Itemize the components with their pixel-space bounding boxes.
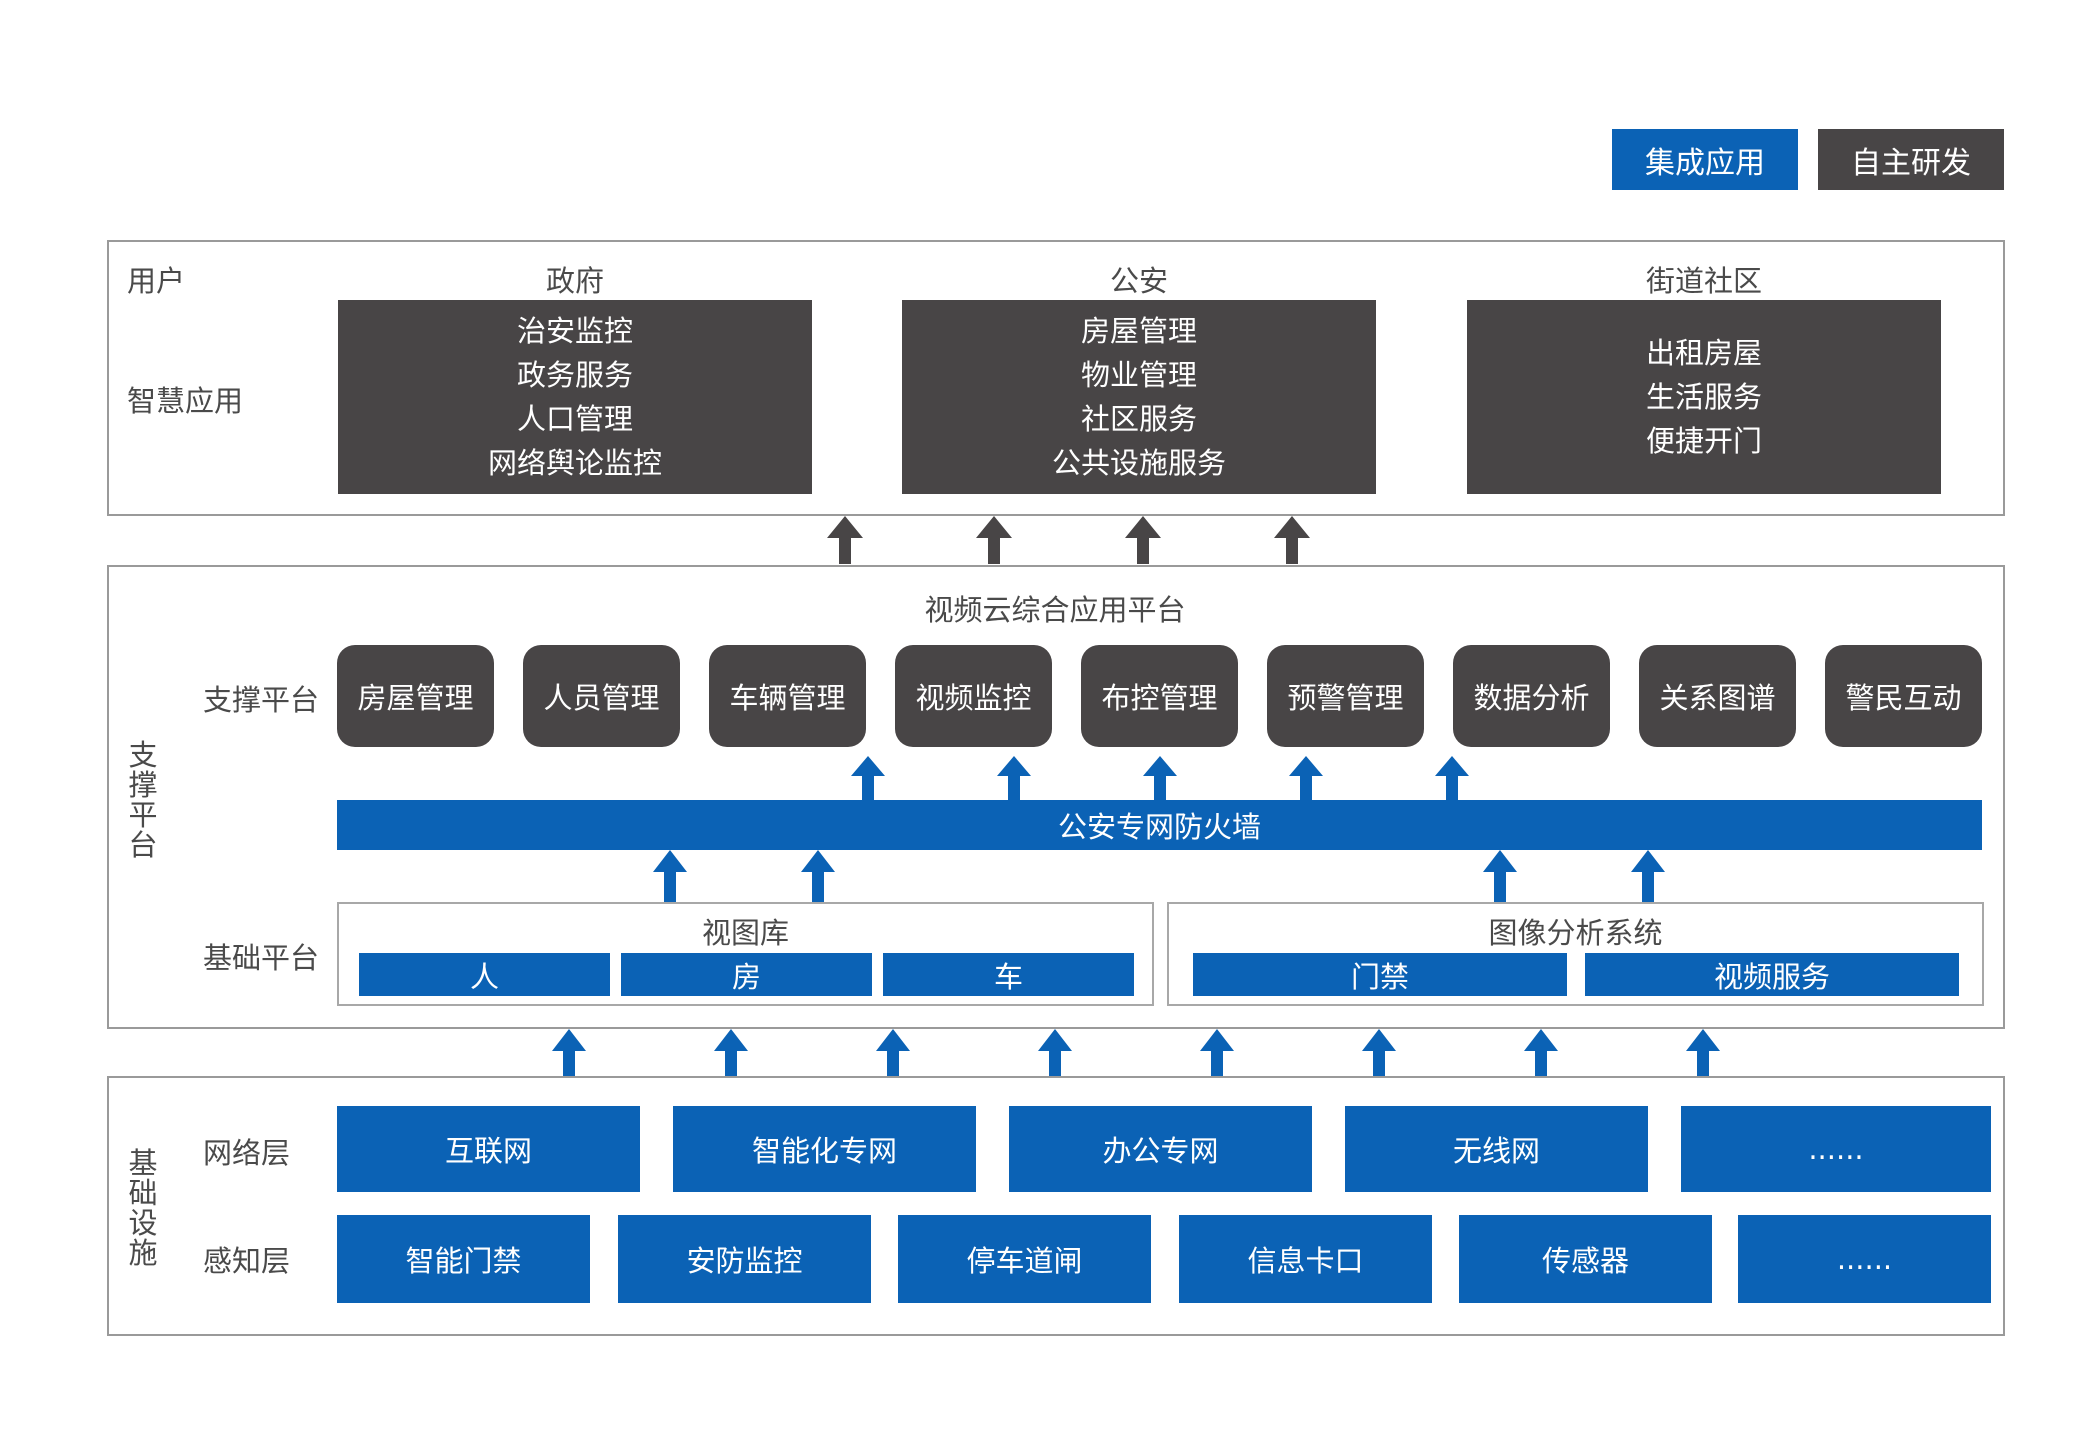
column-title-government: 政府: [545, 264, 604, 298]
up-arrow-icon: [876, 1029, 910, 1076]
module-house-management: 房屋管理: [337, 645, 494, 747]
up-arrow-icon: [1274, 516, 1310, 564]
network-item-more: ......: [1681, 1106, 1991, 1192]
list-item: 便捷开门: [1645, 424, 1762, 458]
platform-title: 视频云综合应用平台: [924, 593, 1186, 627]
up-arrow-icon: [1686, 1029, 1720, 1076]
up-arrow-icon: [1524, 1029, 1558, 1076]
column-title-police: 公安: [1109, 264, 1168, 298]
list-item: 网络舆论监控: [487, 446, 662, 480]
sense-item-more: ......: [1738, 1215, 1991, 1303]
sense-item-sensor: 传感器: [1459, 1215, 1712, 1303]
module-people-management: 人员管理: [523, 645, 680, 747]
support-side-label: 支撑平台: [128, 738, 158, 862]
government-app-box: 治安监控 政务服务 人口管理 网络舆论监控: [338, 300, 812, 494]
legend-self-developed: 自主研发: [1818, 129, 2004, 190]
list-item: 物业管理: [1080, 358, 1197, 392]
list-item: 社区服务: [1080, 402, 1197, 436]
up-arrow-icon: [714, 1029, 748, 1076]
view-library-title: 视图库: [701, 916, 789, 950]
list-item: 人口管理: [516, 402, 633, 436]
sense-item-checkpoint: 信息卡口: [1179, 1215, 1432, 1303]
view-item-person: 人: [359, 953, 610, 996]
network-item-office-private: 办公专网: [1009, 1106, 1312, 1192]
network-item-smart-private: 智能化专网: [673, 1106, 976, 1192]
module-deploy-control: 布控管理: [1081, 645, 1238, 747]
sense-item-security-monitor: 安防监控: [618, 1215, 871, 1303]
user-label: 用户: [127, 264, 186, 298]
infra-side-label: 基础设施: [128, 1146, 158, 1270]
module-police-interaction: 警民互动: [1825, 645, 1982, 747]
image-analysis-title: 图像分析系统: [1488, 916, 1663, 950]
module-relation-graph: 关系图谱: [1639, 645, 1796, 747]
sensing-layer-label: 感知层: [203, 1244, 291, 1278]
list-item: 公共设施服务: [1051, 446, 1226, 480]
list-item: 政务服务: [516, 358, 633, 392]
firewall-bar: 公安专网防火墙: [337, 800, 1982, 850]
sense-item-smart-door: 智能门禁: [337, 1215, 590, 1303]
network-item-internet: 互联网: [337, 1106, 640, 1192]
list-item: 房屋管理: [1080, 314, 1197, 348]
list-item: 治安监控: [516, 314, 633, 348]
legend-integrated: 集成应用: [1612, 129, 1798, 190]
view-item-house: 房: [621, 953, 872, 996]
up-arrow-icon: [827, 516, 863, 564]
list-item: 出租房屋: [1645, 336, 1762, 370]
image-item-access-control: 门禁: [1193, 953, 1567, 996]
smart-app-label: 智慧应用: [127, 384, 244, 418]
network-layer-label: 网络层: [203, 1136, 291, 1170]
module-alert-management: 预警管理: [1267, 645, 1424, 747]
image-item-video-service: 视频服务: [1585, 953, 1959, 996]
up-arrow-icon: [1038, 1029, 1072, 1076]
police-app-box: 房屋管理 物业管理 社区服务 公共设施服务: [902, 300, 1376, 494]
community-app-box: 出租房屋 生活服务 便捷开门: [1467, 300, 1941, 494]
column-title-community: 街道社区: [1645, 264, 1762, 298]
list-item: 生活服务: [1645, 380, 1762, 414]
up-arrow-icon: [976, 516, 1012, 564]
up-arrow-icon: [552, 1029, 586, 1076]
base-platform-label: 基础平台: [203, 941, 320, 975]
up-arrow-icon: [1362, 1029, 1396, 1076]
support-platform-label: 支撑平台: [203, 683, 320, 717]
module-data-analysis: 数据分析: [1453, 645, 1610, 747]
network-item-wireless: 无线网: [1345, 1106, 1648, 1192]
module-video-monitoring: 视频监控: [895, 645, 1052, 747]
view-item-vehicle: 车: [883, 953, 1134, 996]
up-arrow-icon: [1200, 1029, 1234, 1076]
sense-item-parking-gate: 停车道闸: [898, 1215, 1151, 1303]
module-vehicle-management: 车辆管理: [709, 645, 866, 747]
up-arrow-icon: [1125, 516, 1161, 564]
